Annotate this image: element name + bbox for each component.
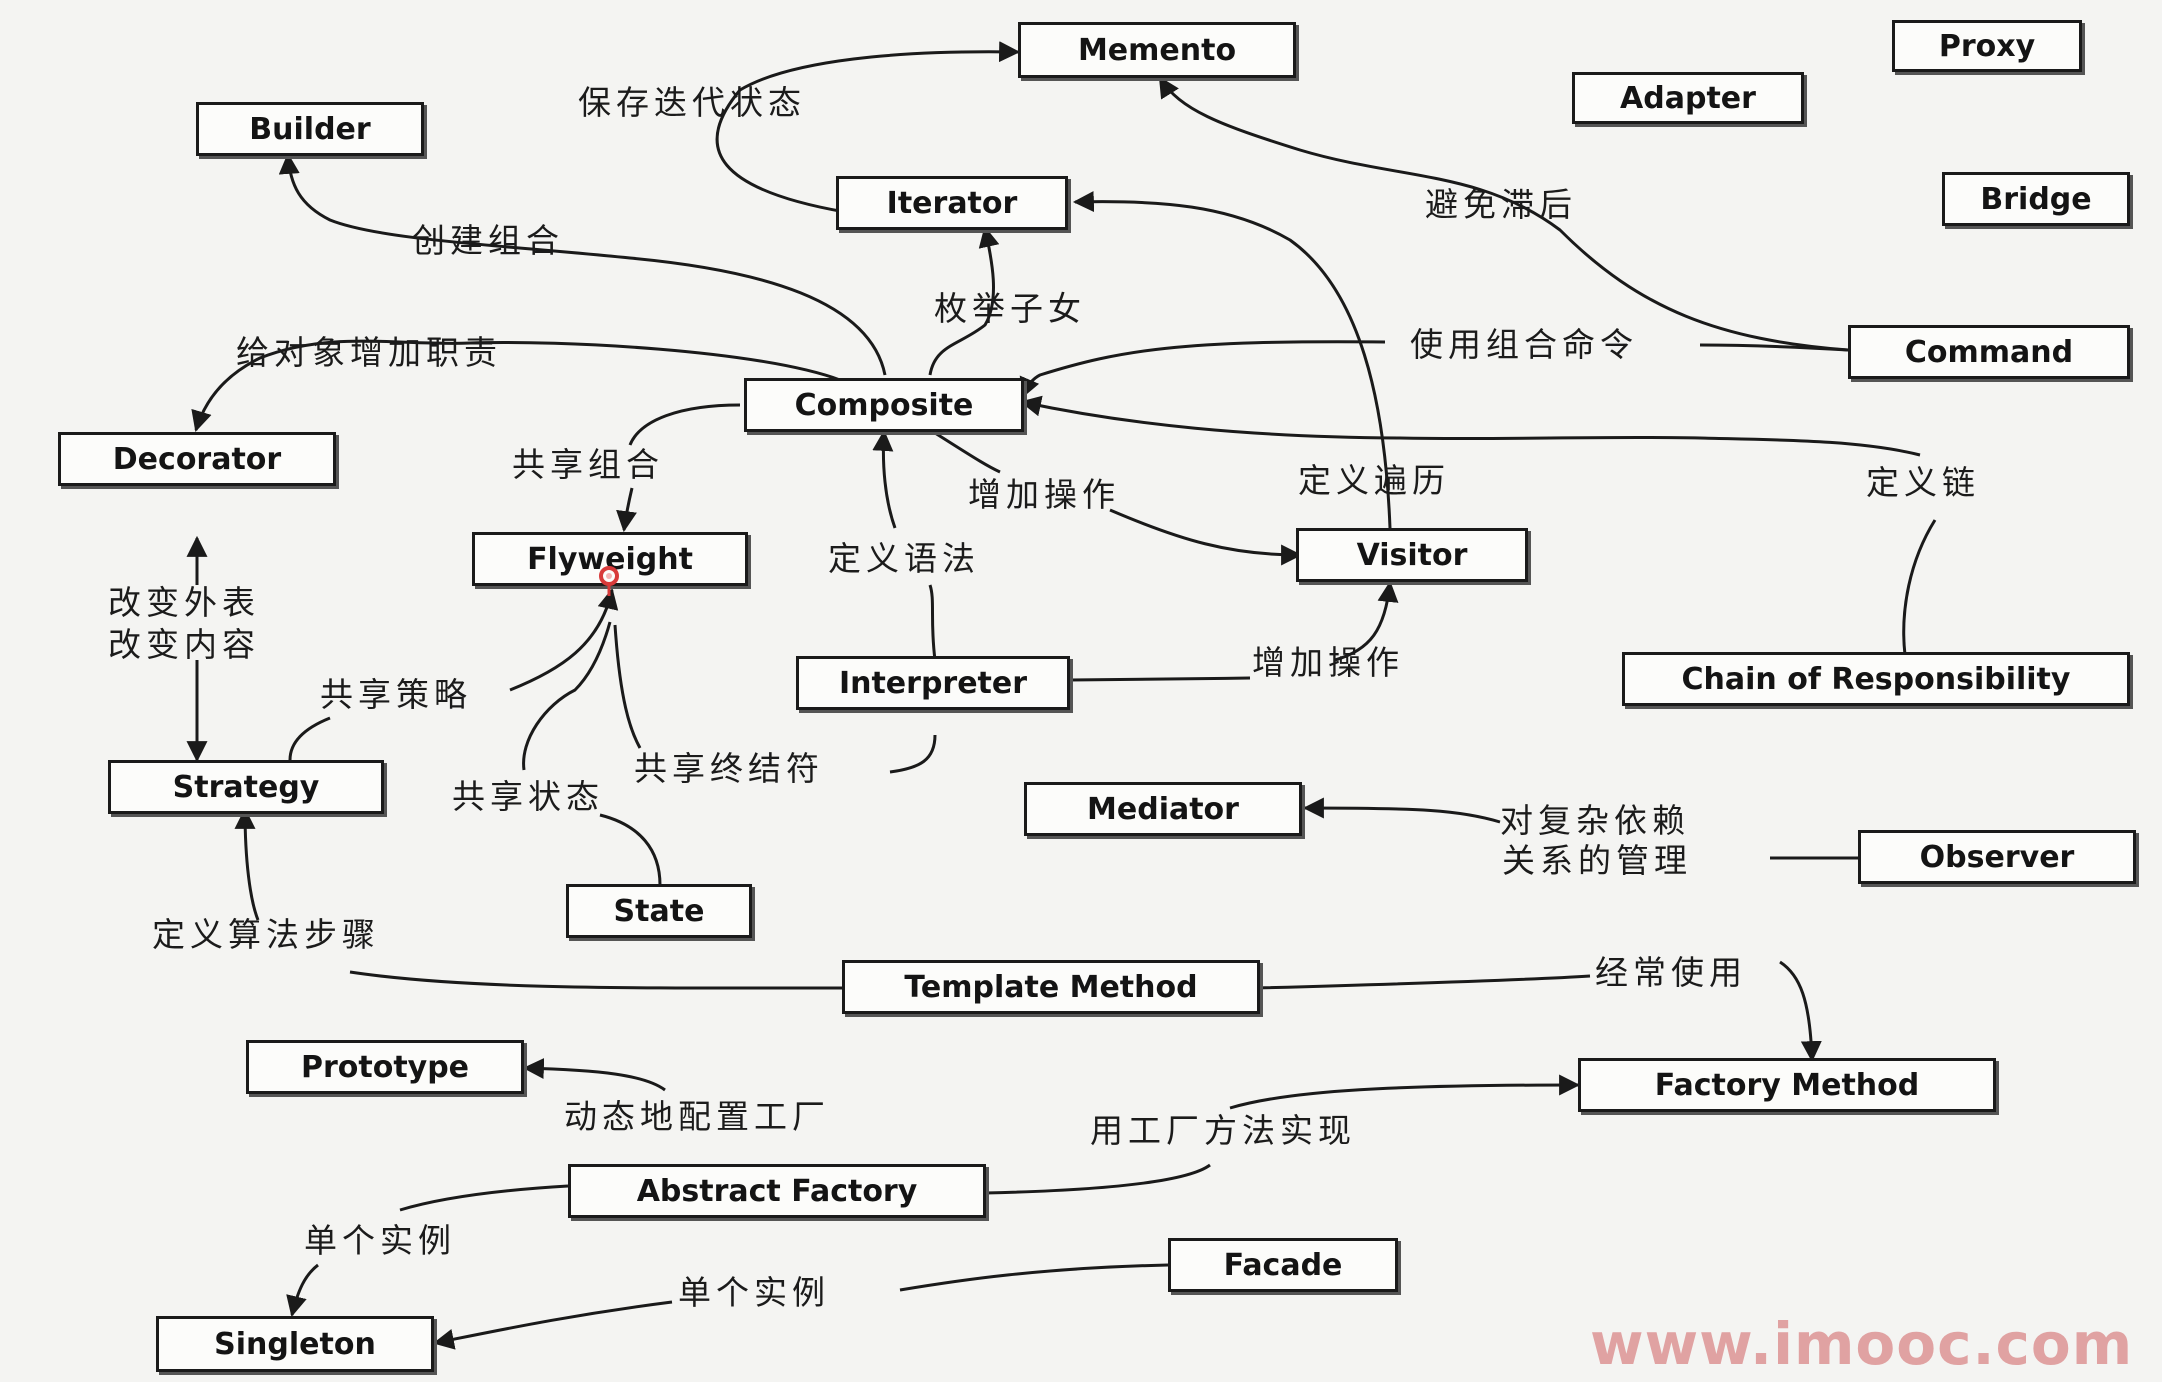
label-define-chain: 定义链 (1866, 463, 1980, 502)
node-abstract-factory[interactable]: Abstract Factory (568, 1164, 986, 1218)
node-iterator[interactable]: Iterator (836, 176, 1068, 230)
node-interpreter[interactable]: Interpreter (796, 656, 1070, 710)
watermark: www.imooc.com (1590, 1310, 2134, 1378)
edge-template-factory (1257, 960, 1812, 1060)
edge-abstract-prototype (522, 1058, 666, 1092)
node-facade[interactable]: Facade (1168, 1238, 1398, 1292)
node-visitor[interactable]: Visitor (1296, 528, 1528, 582)
label-define-traversal: 定义遍历 (1298, 461, 1450, 500)
node-prototype[interactable]: Prototype (246, 1040, 524, 1094)
node-state[interactable]: State (566, 884, 752, 938)
edge-iterator-memento (715, 41, 1021, 214)
edge-observer-mediator (1305, 808, 1859, 860)
cursor-pin-icon (599, 566, 619, 596)
label-share-composite: 共享组合 (512, 445, 664, 484)
label-share-terminal: 共享终结符 (634, 749, 824, 788)
node-mediator[interactable]: Mediator (1024, 782, 1302, 836)
edge-composite-visitor (934, 431, 1300, 555)
node-composite[interactable]: Composite (744, 378, 1024, 432)
label-manage-dependency-2: 关系的管理 (1502, 841, 1692, 880)
edge-composite-decorator (191, 339, 841, 433)
edge-composite-iterator (928, 225, 1000, 376)
label-define-grammar: 定义语法 (828, 539, 980, 578)
label-manage-dependency-1: 对复杂依赖 (1500, 801, 1690, 840)
label-often-use: 经常使用 (1595, 953, 1747, 992)
edge-interpreter-flyweight (613, 624, 937, 774)
edge-facade-singleton (435, 1263, 1169, 1343)
edge-state-flyweight (522, 621, 662, 886)
edge-interpreter-visitor (1069, 583, 1390, 682)
edge-composite-builder (278, 152, 887, 376)
edge-composite-flyweight (624, 403, 741, 530)
node-chain-of-responsibility[interactable]: Chain of Responsibility (1622, 652, 2130, 706)
node-command[interactable]: Command (1848, 325, 2130, 379)
edge-strategy-flyweight (288, 590, 612, 761)
label-share-strategy: 共享策略 (320, 675, 472, 714)
edge-visitor-iterator (1072, 191, 1392, 529)
label-single-instance-1: 单个实例 (304, 1221, 456, 1260)
label-configure-factory: 动态地配置工厂 (564, 1097, 830, 1136)
node-template-method[interactable]: Template Method (842, 960, 1260, 1014)
edge-command-memento (1158, 76, 1849, 352)
node-singleton[interactable]: Singleton (156, 1316, 434, 1372)
edge-template-strategy (245, 810, 845, 990)
label-add-operation-2: 增加操作 (1252, 643, 1404, 682)
label-single-instance-2: 单个实例 (678, 1273, 830, 1312)
node-bridge[interactable]: Bridge (1942, 172, 2130, 226)
node-strategy[interactable]: Strategy (108, 760, 384, 814)
edge-abstract-singleton (292, 1184, 569, 1315)
node-factory-method[interactable]: Factory Method (1578, 1058, 1996, 1112)
edge-abstract-factory-method (984, 1085, 1578, 1195)
edge-chain-composite (1022, 402, 1937, 656)
label-change-skin: 改变外表 (108, 583, 260, 622)
label-avoid-lag: 避免滞后 (1425, 185, 1577, 224)
label-save-iter-state: 保存迭代状态 (578, 83, 806, 122)
node-builder[interactable]: Builder (196, 102, 424, 156)
label-add-operation-1: 增加操作 (968, 475, 1120, 514)
label-change-guts: 改变内容 (108, 625, 260, 664)
node-decorator[interactable]: Decorator (58, 432, 336, 486)
label-implement-with-fm: 用工厂方法实现 (1090, 1111, 1356, 1150)
label-use-composite-command: 使用组合命令 (1410, 325, 1638, 364)
node-adapter[interactable]: Adapter (1572, 72, 1804, 124)
node-observer[interactable]: Observer (1858, 830, 2136, 884)
label-add-responsibility: 给对象增加职责 (236, 333, 502, 372)
label-enumerate-children: 枚举子女 (934, 289, 1086, 328)
edge-interpreter-composite (883, 432, 937, 661)
node-memento[interactable]: Memento (1018, 22, 1296, 78)
label-create-composite: 创建组合 (412, 221, 564, 260)
label-share-state: 共享状态 (452, 777, 604, 816)
label-define-algorithm-steps: 定义算法步骤 (152, 915, 380, 954)
node-proxy[interactable]: Proxy (1892, 20, 2082, 72)
